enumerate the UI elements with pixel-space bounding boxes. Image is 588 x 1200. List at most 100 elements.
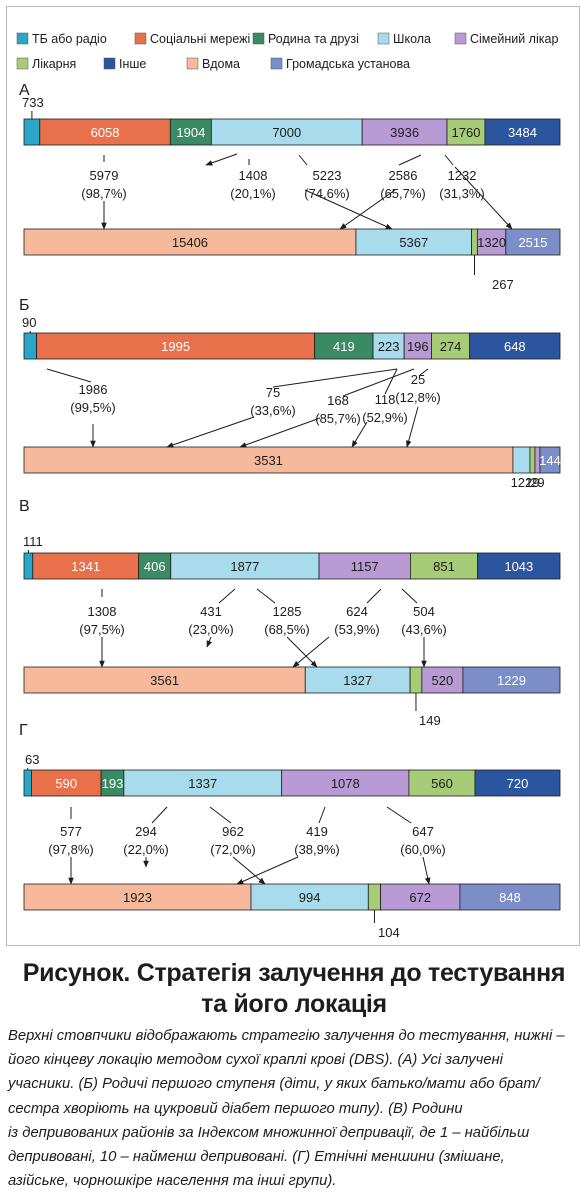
bar-top-2-other [469, 332, 561, 360]
bar-bottom-4-community [459, 883, 561, 911]
bar-label-top-3-hospital: 851 [433, 559, 455, 574]
legend-swatch-hospital [16, 57, 29, 70]
flow-pct-4-2: (22,0%) [123, 842, 169, 857]
bar-label-top-4-other: 720 [507, 776, 529, 791]
flow-line-3-5 [401, 588, 418, 604]
flow-pct-4-3: (72,0%) [210, 842, 256, 857]
bar-label-bottom-1-home: 15406 [172, 235, 208, 250]
bar-bottom-1-school [355, 228, 473, 256]
bar-top-2-tv [23, 332, 37, 360]
bar-label-top-4-social: 590 [55, 776, 77, 791]
flow-line-2-2 [272, 368, 398, 388]
legend-swatch-tv [16, 32, 29, 45]
flow-value-4-4: 419 [306, 824, 328, 839]
bar-label-bottom-4-home: 1923 [123, 890, 152, 905]
bar-label-top-2-other: 648 [504, 339, 526, 354]
bar-label-top-3-gp: 1157 [351, 559, 379, 574]
legend-label-gp: Сімейний лікар [470, 32, 558, 46]
flow-line-2-4 [384, 368, 398, 395]
bar-top-3-other [477, 552, 561, 580]
flow-line-4-2 [151, 806, 168, 824]
flow-value-4-5: 647 [412, 824, 434, 839]
bar-label-bottom-1-hospital: 267 [492, 277, 514, 292]
bar-top-2-social [36, 332, 316, 360]
bar-label-top-1-gp: 3936 [390, 125, 419, 140]
flow-arrow-2-5 [405, 406, 419, 448]
flow-arrow-3-4 [292, 636, 330, 668]
bar-label-top-1-family: 1904 [176, 125, 205, 140]
flow-pct-4-4: (38,9%) [294, 842, 340, 857]
bar-label-top-4-gp: 1078 [331, 776, 360, 791]
flow-line-3-4 [366, 588, 382, 604]
legend-swatch-home [186, 57, 199, 70]
bar-top-2-gp [403, 332, 432, 360]
flow-pct-1-3: (74,6%) [304, 186, 350, 201]
bar-top-4-school [123, 769, 283, 797]
panel-letter-4: Г [19, 722, 28, 739]
flow-arrow-1-2 [205, 153, 238, 166]
bar-label-top-4-hospital: 560 [431, 776, 453, 791]
bar-label-bottom-3-community: 1229 [497, 673, 526, 688]
flow-value-3-1: 1308 [88, 604, 117, 619]
bar-label-bottom-2-school: 122 [511, 475, 533, 490]
bar-top-4-hospital [408, 769, 476, 797]
flow-arrow-4-4 [236, 856, 299, 885]
bar-label-bottom-1-community: 2515 [518, 235, 547, 250]
flow-line-1-5 [444, 154, 454, 166]
bar-top-3-tv [23, 552, 34, 580]
flow-pct-1-5: (31,3%) [439, 186, 485, 201]
bar-label-bottom-4-gp: 672 [409, 890, 431, 905]
bar-label-bottom-3-school: 1327 [343, 673, 372, 688]
legend-label-home: Вдома [202, 57, 240, 71]
flow-value-2-1: 1986 [79, 382, 108, 397]
flow-pct-1-4: (65,7%) [380, 186, 426, 201]
bar-top-2-hospital [431, 332, 471, 360]
flow-line-3-3 [256, 588, 276, 604]
flow-pct-4-1: (97,8%) [48, 842, 94, 857]
flow-value-3-3: 1285 [273, 604, 302, 619]
bar-bottom-1-gp [476, 228, 507, 256]
bar-top-1-gp [361, 118, 448, 146]
flow-arrow-2-4 [351, 421, 368, 448]
flow-value-1-1: 5979 [90, 168, 119, 183]
legend-label-hospital: Лікарня [32, 57, 76, 71]
bar-label-top-2-tv: 90 [22, 315, 36, 330]
bar-bottom-1-community [505, 228, 561, 256]
legend-label-social: Соціальні мережі [150, 32, 250, 46]
bar-bottom-3-gp [421, 666, 464, 694]
bar-label-top-4-school: 1337 [188, 776, 217, 791]
caption-title-line-2: та його локація [201, 990, 387, 1018]
caption-title-line-1: Рисунок. Стратегія залучення до тестуван… [22, 959, 566, 987]
flow-arrow-1-4 [339, 189, 396, 230]
bar-label-top-2-school: 223 [378, 339, 400, 354]
flow-pct-3-2: (23,0%) [188, 622, 234, 637]
bar-top-1-social [39, 118, 171, 146]
flow-line-3-2 [218, 588, 236, 604]
bar-label-top-1-other: 3484 [508, 125, 537, 140]
flow-value-1-5: 1232 [448, 168, 477, 183]
flow-pct-2-2: (33,6%) [250, 403, 296, 418]
bar-bottom-2-hospital [529, 446, 536, 474]
legend-label-community: Громадська установа [286, 57, 410, 71]
legend-swatch-school [377, 32, 390, 45]
bar-label-top-2-gp: 196 [407, 339, 429, 354]
legend-swatch-community [270, 57, 283, 70]
flow-pct-4-5: (60,0%) [400, 842, 446, 857]
flow-pct-2-3: (85,7%) [315, 411, 361, 426]
bar-top-3-hospital [410, 552, 479, 580]
bar-label-top-3-other: 1043 [504, 559, 533, 574]
flow-arrow-2-2 [166, 416, 255, 448]
bar-label-top-1-social: 6058 [91, 125, 120, 140]
bar-label-bottom-4-hospital: 104 [378, 925, 400, 940]
bar-label-bottom-2-community: 144 [539, 453, 561, 468]
bar-label-bottom-1-school: 5367 [399, 235, 428, 250]
bar-top-3-family [138, 552, 172, 580]
bar-bottom-3-home [23, 666, 306, 694]
legend-swatch-gp [454, 32, 467, 45]
panel-letter-1: А [19, 82, 30, 99]
flow-line-1-3 [298, 154, 308, 166]
flow-value-4-2: 294 [135, 824, 157, 839]
bar-label-bottom-4-school: 994 [299, 890, 321, 905]
flow-pct-3-3: (68,5%) [264, 622, 310, 637]
bar-label-top-4-tv: 63 [25, 752, 39, 767]
